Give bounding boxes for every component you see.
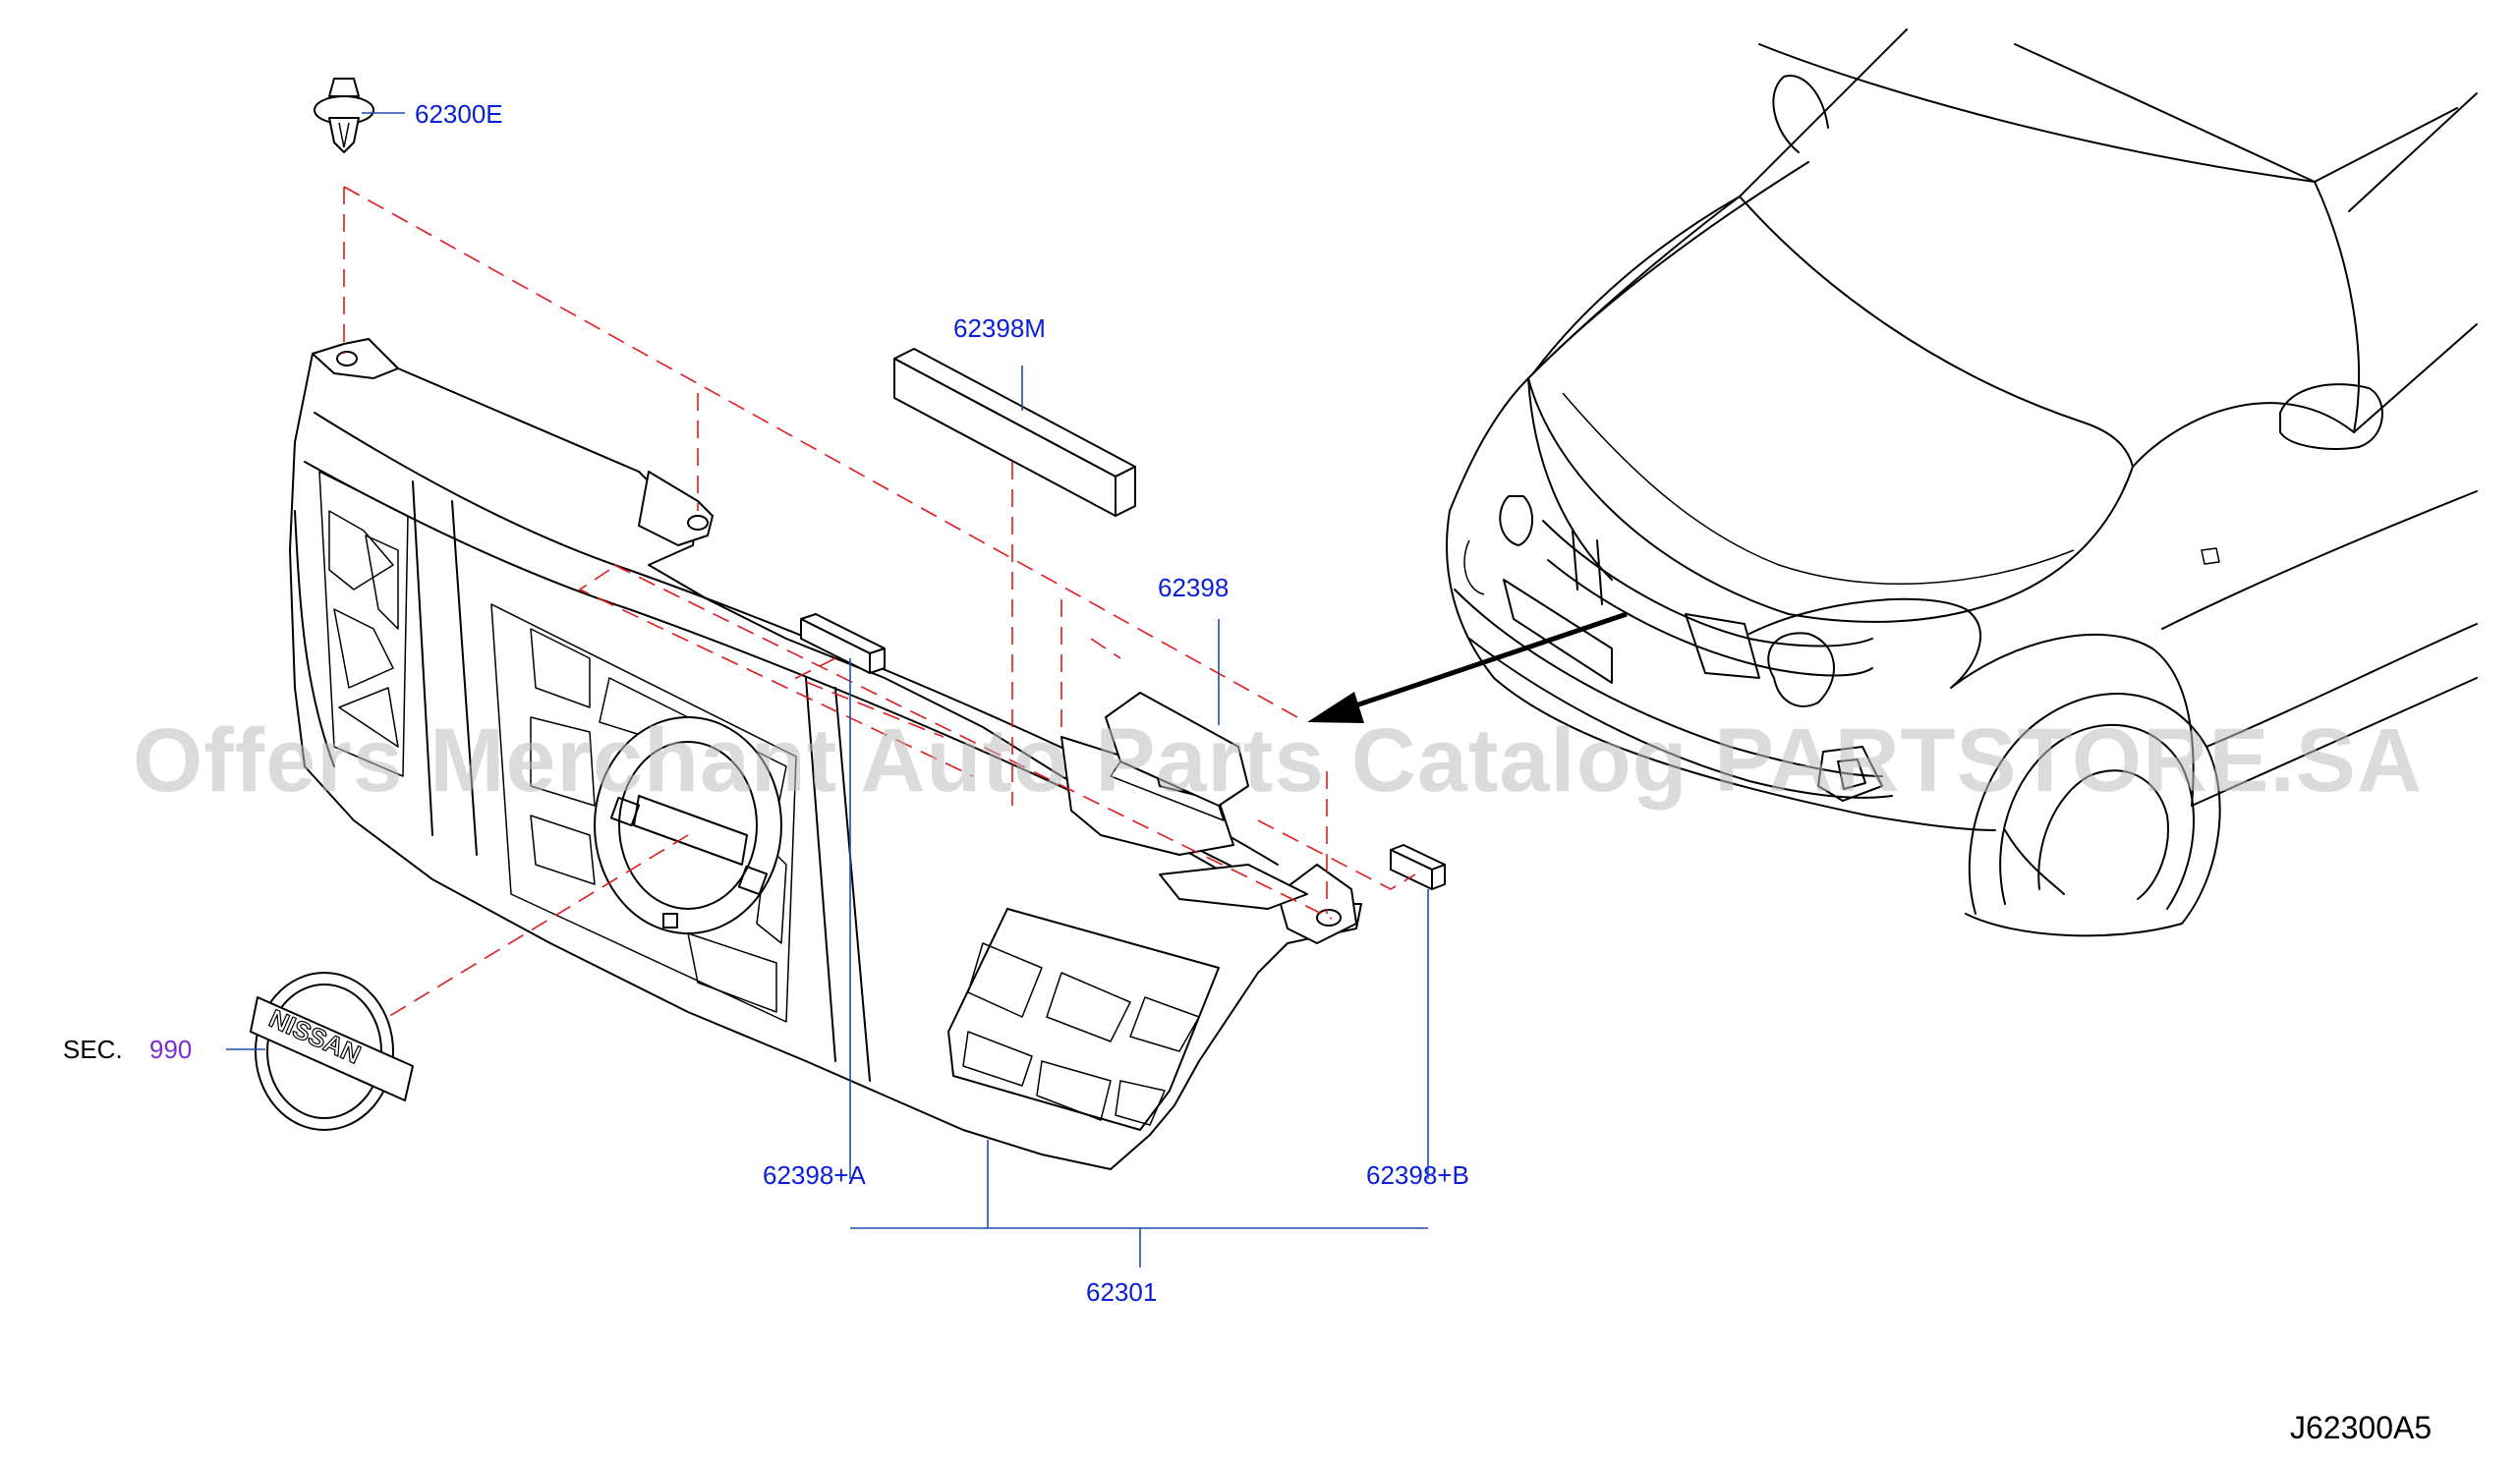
section-number-link[interactable]: 990 xyxy=(149,1035,192,1064)
label-62398-b[interactable]: 62398+B xyxy=(1366,1160,1469,1190)
watermark-text: Offers Merchant Auto Parts Catalog PARTS… xyxy=(133,710,2423,811)
label-62398-a[interactable]: 62398+A xyxy=(763,1160,866,1190)
part-labels: 62300E 62398M 62398 62398+A 62398+B 6230… xyxy=(63,99,2432,1445)
section-prefix: SEC. xyxy=(63,1035,123,1064)
seal-62398m-illustration xyxy=(893,348,1136,517)
label-62300e[interactable]: 62300E xyxy=(415,99,503,129)
location-arrow xyxy=(1307,611,1628,723)
label-62398m[interactable]: 62398M xyxy=(953,313,1046,343)
vehicle-illustration xyxy=(1446,28,2478,937)
diagram-code: J62300A5 xyxy=(2290,1410,2432,1445)
nissan-emblem-illustration: NISSAN xyxy=(250,972,414,1131)
leader-lines xyxy=(226,112,1429,1267)
seal-62398-illustration xyxy=(1105,692,1249,821)
seal-62398a-illustration xyxy=(800,613,886,674)
right-grille-mesh xyxy=(947,908,1220,1131)
label-62398[interactable]: 62398 xyxy=(1158,573,1229,602)
clip-62300e-illustration xyxy=(314,78,374,153)
assembly-lines xyxy=(343,186,1416,1018)
label-62301[interactable]: 62301 xyxy=(1086,1277,1157,1307)
seal-62398b-illustration xyxy=(1390,844,1446,890)
emblem-mount xyxy=(594,716,782,934)
left-grille-mesh xyxy=(318,471,409,777)
